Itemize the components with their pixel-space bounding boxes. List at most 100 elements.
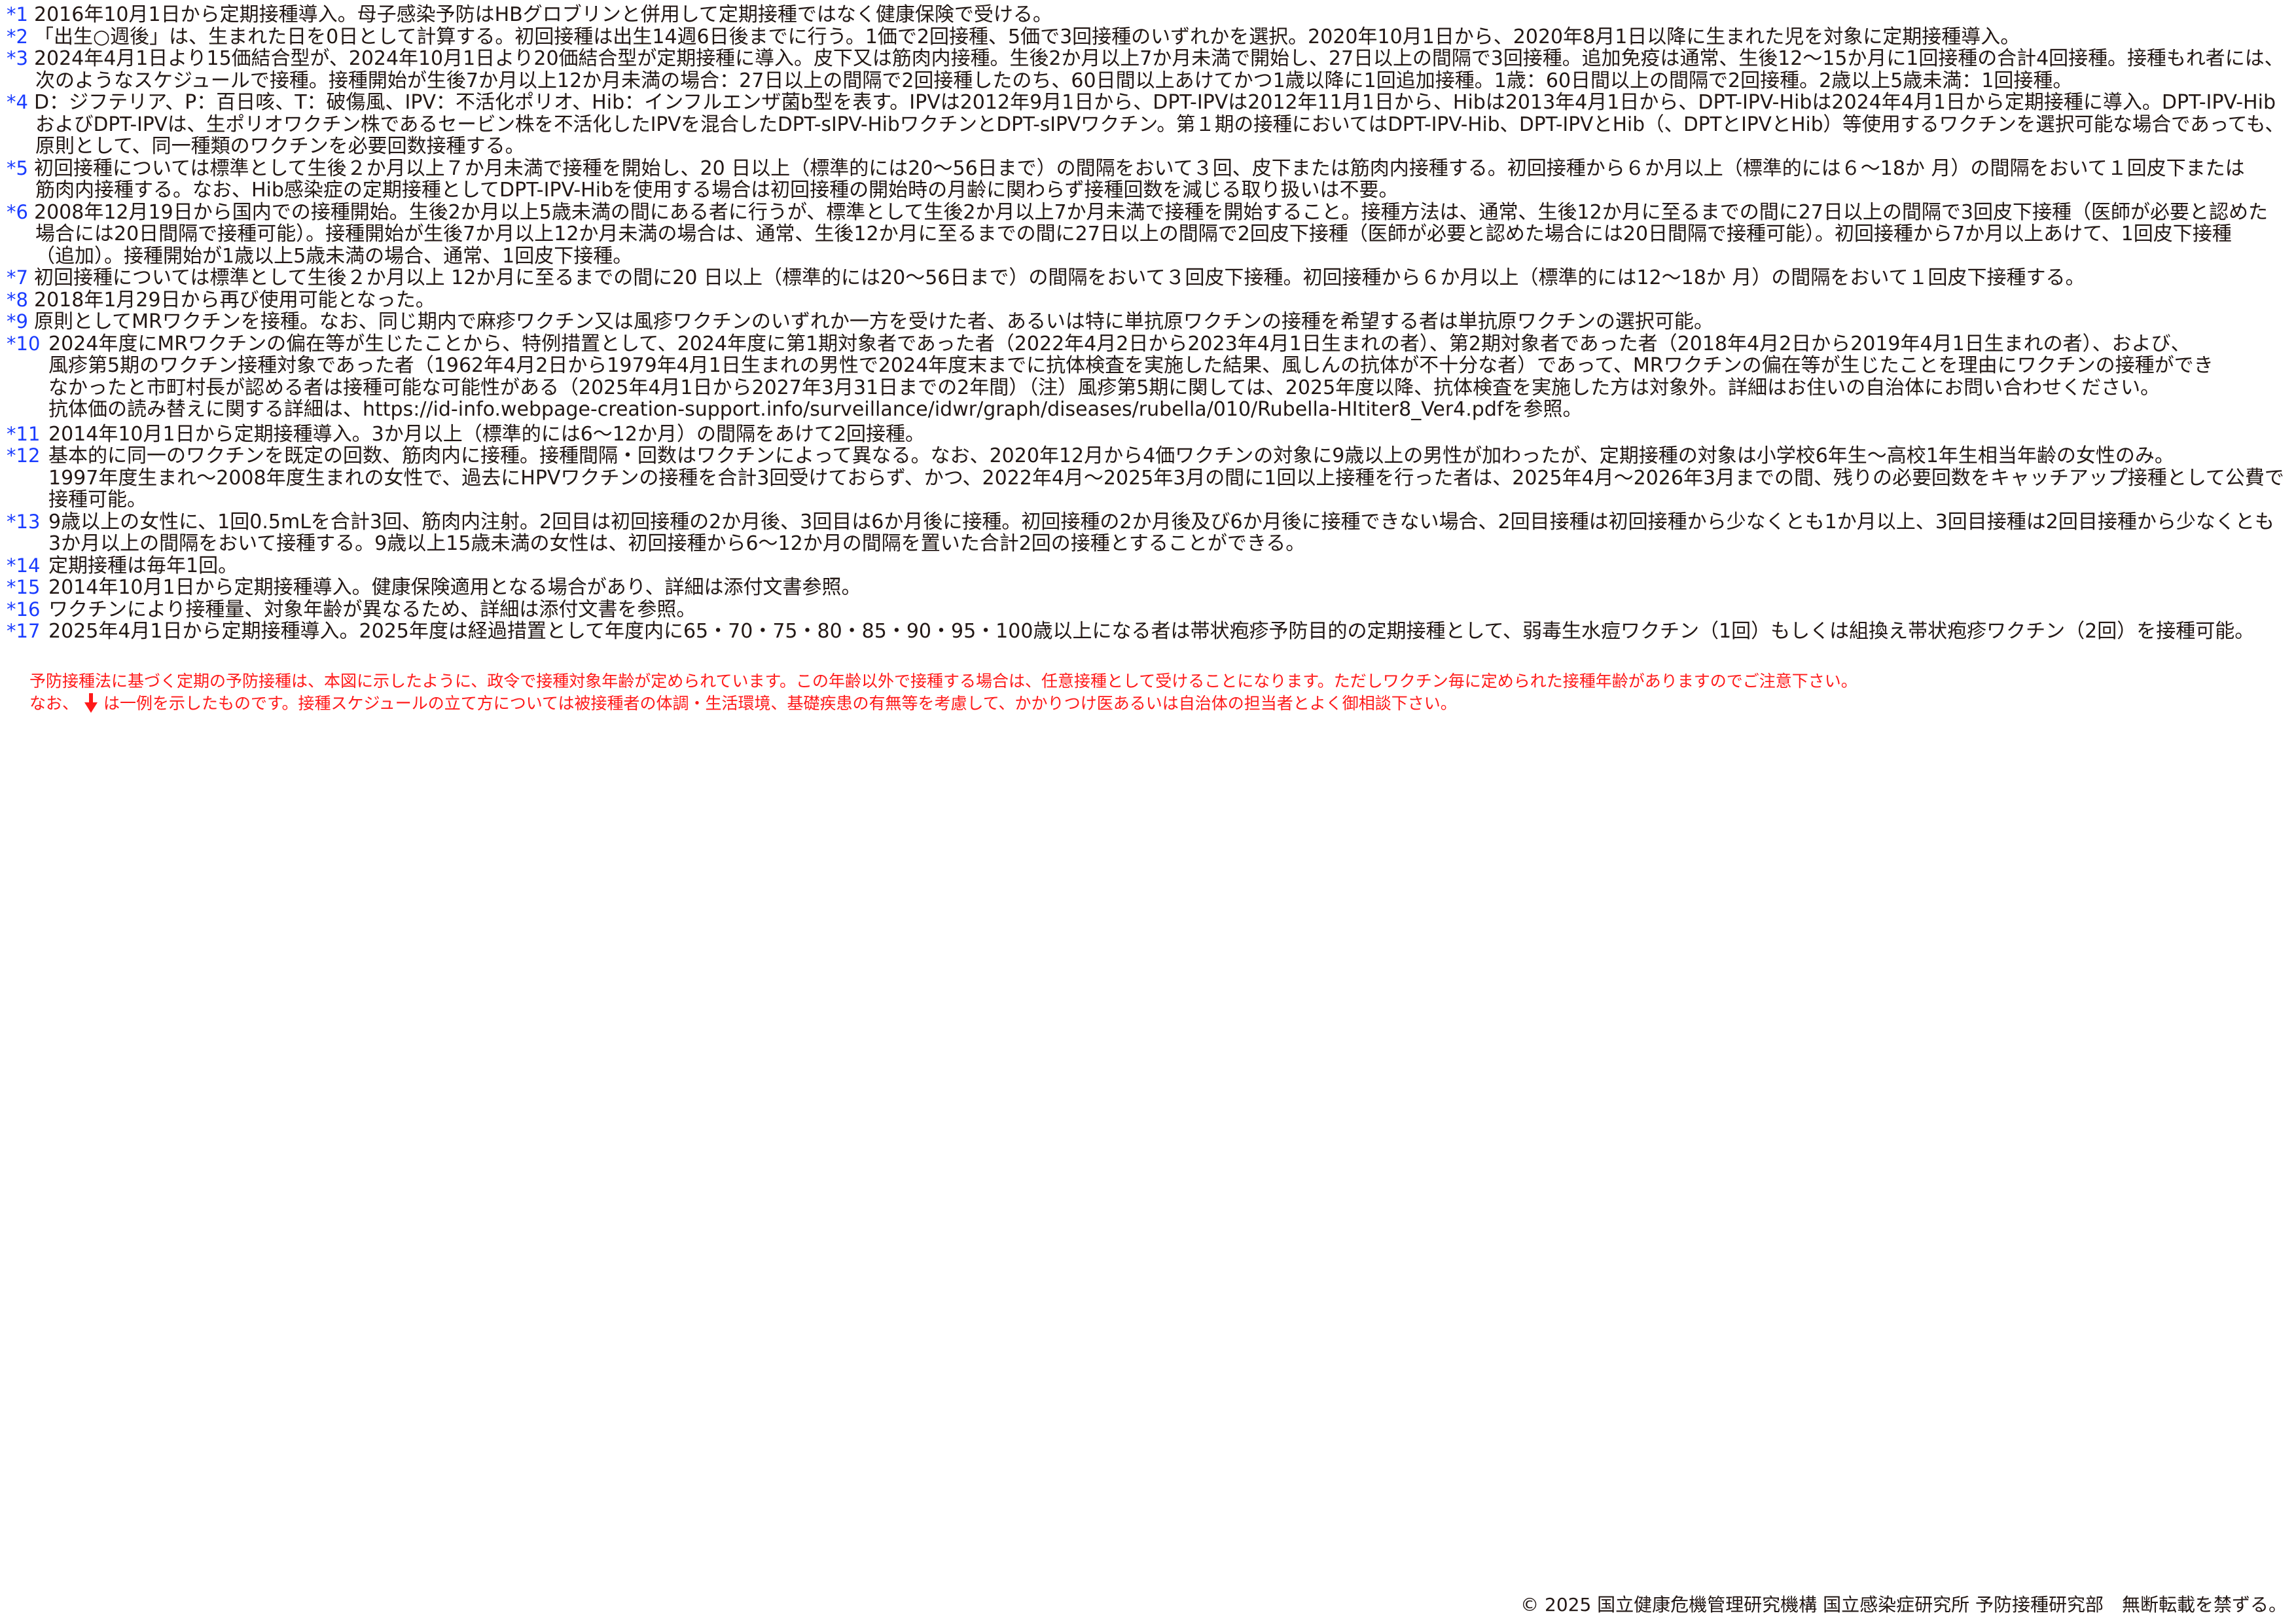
notice-line-2: なお、 は一例を示したものです。接種スケジュールの立て方については被接種者の体調・…: [29, 693, 1857, 715]
footnotes-list: *1 2016年10月1日から定期接種導入。母子感染予防はHBグロブリンと併用して…: [0, 3, 2296, 643]
footnote-item: *16 ワクチンにより接種量、対象年齢が異なるため、詳細は添付文書を参照。: [0, 598, 2296, 621]
footnote-item: *11 2014年10月1日から定期接種導入。3か月以上（標準的には6〜12か月）…: [0, 422, 2296, 446]
footnote-marker: *10: [7, 332, 41, 355]
footnote-marker: *17: [7, 620, 41, 642]
footnote-marker: *2: [7, 25, 28, 48]
footnote-item: *15 2014年10月1日から定期接種導入。健康保険適用となる場合があり、詳細は…: [0, 576, 2296, 599]
down-arrow-icon: [82, 693, 99, 713]
footnote-line: *5 初回接種については標準として生後２か月以上７か月未満で接種を開始し、20 日…: [0, 156, 2296, 180]
footnote-line: *11 2014年10月1日から定期接種導入。3か月以上（標準的には6〜12か月）…: [0, 422, 2296, 446]
footnote-text: 基本的に同一のワクチンを既定の回数、筋肉内に接種。接種間隔・回数はワクチンによっ…: [48, 444, 2174, 467]
footnote-line: *14 定期接種は毎年1回。: [0, 554, 2296, 577]
footnote-text: 初回接種については標準として生後２か月以上 12か月に至るまでの間に20 日以上…: [34, 266, 2085, 289]
footnote-text: 2016年10月1日から定期接種導入。母子感染予防はHBグロブリンと併用して定期…: [34, 3, 1052, 26]
footnote-text: 次のようなスケジュールで接種。接種開始が生後7か月以上12か月未満の場合：27日…: [35, 69, 2073, 92]
footnote-text: 「出生○週後」は、生まれた日を0日として計算する。初回接種は出生14週6日後まで…: [34, 25, 2020, 48]
footnote-line: およびDPT-IPVは、生ポリオワクチン株であるセービン株を不活化したIPVを混…: [0, 113, 2296, 136]
footnote-item: *4 D：ジフテリア、P：百日咳、T：破傷風、IPV：不活化ポリオ、Hib：インフ…: [0, 91, 2296, 158]
footnote-marker: *16: [7, 598, 41, 621]
footnote-item: *9 原則としてMRワクチンを接種。なお、同じ期内で麻疹ワクチン又は風疹ワクチンの…: [0, 310, 2296, 333]
footnote-item: *12 基本的に同一のワクチンを既定の回数、筋肉内に接種。接種間隔・回数はワクチン…: [0, 444, 2296, 511]
footnote-item: *6 2008年12月19日から国内での接種開始。生後2か月以上5歳未満の間にある…: [0, 200, 2296, 268]
footnote-text: 2018年1月29日から再び使用可能となった。: [34, 288, 435, 312]
footnote-text: 接種可能。: [48, 488, 147, 511]
footnote-line: 次のようなスケジュールで接種。接種開始が生後7か月以上12か月未満の場合：27日…: [0, 69, 2296, 92]
footnote-text: 2025年4月1日から定期接種導入。2025年度は経過措置として年度内に65・7…: [48, 620, 2255, 643]
footnote-item: *14 定期接種は毎年1回。: [0, 554, 2296, 577]
footnote-text: なかったと市町村長が認める者は接種可能な可能性がある（2025年4月1日から20…: [48, 376, 2161, 399]
notice-line-1: 予防接種法に基づく定期の予防接種は、本図に示したように、政令で接種対象年齢が定め…: [29, 672, 1857, 691]
footnote-text: 2014年10月1日から定期接種導入。健康保険適用となる場合があり、詳細は添付文…: [48, 576, 861, 599]
footnote-item: *2 「出生○週後」は、生まれた日を0日として計算する。初回接種は出生14週6日後…: [0, 26, 2296, 48]
footnote-text: 場合には20日間隔で接種可能）。接種開始が生後7か月以上12か月未満の場合は、通…: [35, 223, 2232, 245]
footnote-line: 場合には20日間隔で接種可能）。接種開始が生後7か月以上12か月未満の場合は、通…: [0, 223, 2296, 245]
footnote-line: *1 2016年10月1日から定期接種導入。母子感染予防はHBグロブリンと併用して…: [0, 3, 2296, 26]
footnote-text: 風疹第5期のワクチン接種対象であった者（1962年4月2日から1979年4月1日…: [48, 354, 2214, 377]
footnote-line: 風疹第5期のワクチン接種対象であった者（1962年4月2日から1979年4月1日…: [0, 355, 2296, 377]
footnote-line: （追加）。接種開始が1歳以上5歳未満の場合、通常、1回皮下接種。: [0, 245, 2296, 268]
footnote-text: （追加）。接種開始が1歳以上5歳未満の場合、通常、1回皮下接種。: [35, 244, 633, 268]
footnote-line: 原則として、同一種類のワクチンを必要回数接種する。: [0, 135, 2296, 158]
footnote-text: 3か月以上の間隔をおいて接種する。9歳以上15歳未満の女性は、初回接種から6〜1…: [48, 532, 1306, 555]
footnote-line: *10 2024年度にMRワクチンの偏在等が生じたことから、特例措置として、202…: [0, 333, 2296, 355]
footnote-line: *8 2018年1月29日から再び使用可能となった。: [0, 289, 2296, 312]
footnote-line: *6 2008年12月19日から国内での接種開始。生後2か月以上5歳未満の間にある…: [0, 200, 2296, 224]
footnote-marker: *7: [7, 266, 28, 289]
footnote-text: 2024年度にMRワクチンの偏在等が生じたことから、特例措置として、2024年度…: [48, 332, 2191, 355]
footnote-marker: *6: [7, 200, 28, 223]
footnote-text: 原則としてMRワクチンを接種。なお、同じ期内で麻疹ワクチン又は風疹ワクチンのいず…: [34, 310, 1713, 333]
footnote-line: *16 ワクチンにより接種量、対象年齢が異なるため、詳細は添付文書を参照。: [0, 598, 2296, 621]
footnote-item: *1 2016年10月1日から定期接種導入。母子感染予防はHBグロブリンと併用して…: [0, 3, 2296, 26]
footnote-line: *2 「出生○週後」は、生まれた日を0日として計算する。初回接種は出生14週6日後…: [0, 26, 2296, 48]
footnote-marker: *1: [7, 3, 28, 26]
footnote-marker: *5: [7, 156, 28, 179]
footnote-marker: *13: [7, 510, 41, 533]
footnote-line: *9 原則としてMRワクチンを接種。なお、同じ期内で麻疹ワクチン又は風疹ワクチンの…: [0, 310, 2296, 333]
footnote-item: *3 2024年4月1日より15価結合型が、2024年10月1日より20価結合型が…: [0, 47, 2296, 92]
footnote-text: 2008年12月19日から国内での接種開始。生後2か月以上5歳未満の間にある者に…: [34, 200, 2268, 224]
footnote-line: *12 基本的に同一のワクチンを既定の回数、筋肉内に接種。接種間隔・回数はワクチン…: [0, 444, 2296, 467]
footnote-line: 抗体価の読み替えに関する詳細は、https://id-info.webpage-…: [0, 399, 2296, 421]
footnote-line: *13 9歳以上の女性に、1回0.5mLを合計3回、筋肉内注射。2回目は初回接種の…: [0, 511, 2296, 533]
footnote-line: 接種可能。: [0, 489, 2296, 511]
footnote-line: 筋肉内接種する。なお、Hib感染症の定期接種としてDPT-IPV-Hibを使用す…: [0, 179, 2296, 202]
footnote-marker: *12: [7, 444, 41, 467]
footnote-text: 2024年4月1日より15価結合型が、2024年10月1日より20価結合型が定期…: [34, 47, 2284, 70]
footnote-text: 定期接種は毎年1回。: [48, 554, 238, 577]
footnote-marker: *14: [7, 554, 41, 577]
footnote-text: 抗体価の読み替えに関する詳細は、https://id-info.webpage-…: [48, 398, 1583, 421]
footnote-line: 1997年度生まれ〜2008年度生まれの女性で、過去にHPVワクチンの接種を合計…: [0, 467, 2296, 490]
footnote-text: 9歳以上の女性に、1回0.5mLを合計3回、筋肉内注射。2回目は初回接種の2か月…: [48, 510, 2274, 533]
footnote-item: *10 2024年度にMRワクチンの偏在等が生じたことから、特例措置として、202…: [0, 333, 2296, 421]
footnote-line: *17 2025年4月1日から定期接種導入。2025年度は経過措置として年度内に6…: [0, 620, 2296, 643]
footnote-line: *4 D：ジフテリア、P：百日咳、T：破傷風、IPV：不活化ポリオ、Hib：インフ…: [0, 91, 2296, 114]
footnote-line: *3 2024年4月1日より15価結合型が、2024年10月1日より20価結合型が…: [0, 47, 2296, 70]
footnote-item: *5 初回接種については標準として生後２か月以上７か月未満で接種を開始し、20 日…: [0, 156, 2296, 202]
footnote-text: 2014年10月1日から定期接種導入。3か月以上（標準的には6〜12か月）の間隔…: [48, 422, 925, 446]
footnote-line: *15 2014年10月1日から定期接種導入。健康保険適用となる場合があり、詳細は…: [0, 576, 2296, 599]
footnote-item: *13 9歳以上の女性に、1回0.5mLを合計3回、筋肉内注射。2回目は初回接種の…: [0, 511, 2296, 555]
footnote-text: 原則として、同一種類のワクチンを必要回数接種する。: [35, 135, 525, 158]
footnote-marker: *15: [7, 576, 41, 598]
copyright-notice: © 2025 国立健康危機管理研究機構 国立感染症研究所 予防接種研究部 無断転…: [1520, 1594, 2287, 1615]
footnote-marker: *3: [7, 47, 28, 69]
notice-block: 予防接種法に基づく定期の予防接種は、本図に示したように、政令で接種対象年齢が定め…: [29, 670, 1857, 715]
footnote-item: *17 2025年4月1日から定期接種導入。2025年度は経過措置として年度内に6…: [0, 620, 2296, 643]
footnote-text: 筋肉内接種する。なお、Hib感染症の定期接種としてDPT-IPV-Hibを使用す…: [35, 179, 1399, 202]
notice-line-2-text: は一例を示したものです。接種スケジュールの立て方については被接種者の体調・生活環…: [103, 694, 1457, 713]
notice-line-2-prefix: なお、: [29, 694, 79, 713]
footnote-text: D：ジフテリア、P：百日咳、T：破傷風、IPV：不活化ポリオ、Hib：インフルエ…: [34, 91, 2276, 114]
footnote-text: 初回接種については標準として生後２か月以上７か月未満で接種を開始し、20 日以上…: [34, 156, 2245, 180]
footnote-line: 3か月以上の間隔をおいて接種する。9歳以上15歳未満の女性は、初回接種から6〜1…: [0, 533, 2296, 555]
footnote-marker: *9: [7, 310, 28, 333]
footnote-line: *7 初回接種については標準として生後２か月以上 12か月に至るまでの間に20 日…: [0, 266, 2296, 289]
footnote-line: なかったと市町村長が認める者は接種可能な可能性がある（2025年4月1日から20…: [0, 376, 2296, 399]
footnote-text: およびDPT-IPVは、生ポリオワクチン株であるセービン株を不活化したIPVを混…: [35, 113, 2285, 136]
footnote-item: *7 初回接種については標準として生後２か月以上 12か月に至るまでの間に20 日…: [0, 266, 2296, 289]
footnote-text: 1997年度生まれ〜2008年度生まれの女性で、過去にHPVワクチンの接種を合計…: [48, 466, 2284, 490]
footnote-marker: *8: [7, 288, 28, 311]
footnote-marker: *11: [7, 422, 41, 445]
footnote-marker: *4: [7, 91, 28, 113]
footnote-text: ワクチンにより接種量、対象年齢が異なるため、詳細は添付文書を参照。: [48, 598, 696, 621]
footnote-item: *8 2018年1月29日から再び使用可能となった。: [0, 289, 2296, 312]
